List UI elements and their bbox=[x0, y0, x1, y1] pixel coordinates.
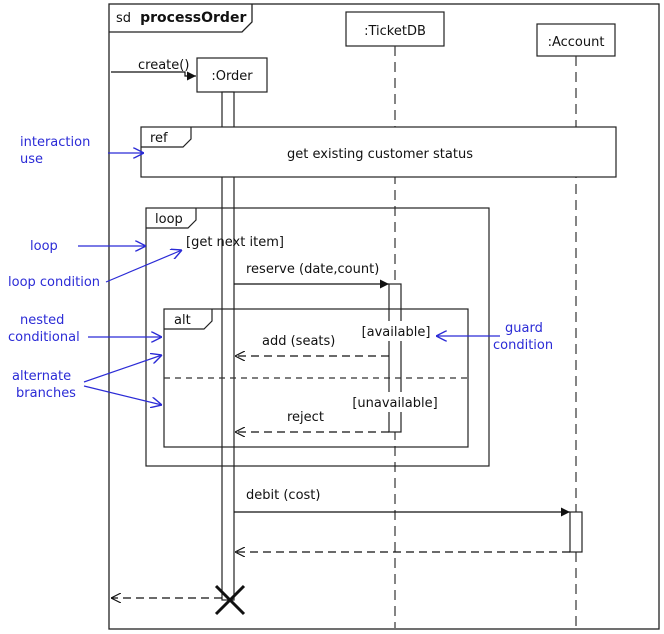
annotation-interaction-use-line2: use bbox=[20, 152, 43, 167]
loop-fragment-tab bbox=[146, 208, 197, 229]
destruction-marker-icon bbox=[214, 584, 246, 616]
annotation-alternate-branches-line1: alternate bbox=[12, 369, 71, 384]
message-add-label: add (seats) bbox=[262, 334, 335, 349]
annotation-alternate-branches-line2: branches bbox=[16, 386, 76, 401]
ref-fragment bbox=[140, 126, 617, 178]
message-reserve-label: reserve (date,count) bbox=[246, 262, 379, 277]
lifeline-ticketdb-label: :TicketDB bbox=[364, 24, 426, 39]
message-debit-label: debit (cost) bbox=[246, 488, 320, 503]
annotation-guard-condition-line2: condition bbox=[493, 338, 553, 353]
ref-fragment-keyword: ref bbox=[150, 131, 168, 146]
sd-frame-tab bbox=[109, 4, 253, 33]
lifeline-account-head bbox=[536, 23, 616, 57]
svg-text:sd processOrder: sd processOrder bbox=[116, 7, 246, 26]
annotation-nested-conditional-line1: nested bbox=[20, 313, 64, 328]
message-create-label: create() bbox=[138, 58, 189, 73]
annotation-loop-condition-arrow bbox=[105, 250, 182, 283]
annotation-alternate-branches-arrow-lower bbox=[83, 385, 162, 405]
ref-fragment-tab bbox=[141, 127, 192, 148]
alt-fragment-keyword: alt bbox=[174, 313, 191, 328]
lifeline-ticketdb-head bbox=[345, 11, 445, 47]
sd-frame bbox=[108, 3, 660, 630]
message-reject-label: reject bbox=[287, 410, 324, 425]
lifeline-order-head bbox=[196, 57, 268, 93]
annotation-loop: loop bbox=[30, 239, 58, 254]
alt-guard-unavailable: [unavailable] bbox=[352, 396, 437, 411]
sd-frame-name: processOrder bbox=[140, 10, 246, 26]
sd-frame-prefix: sd bbox=[116, 11, 131, 26]
lifeline-order-label: :Order bbox=[211, 69, 253, 84]
annotation-loop-condition: loop condition bbox=[8, 275, 100, 290]
lifeline-account-label: :Account bbox=[548, 35, 605, 50]
activation-account bbox=[569, 511, 583, 553]
annotation-alternate-branches-arrow-upper bbox=[83, 355, 162, 383]
annotation-nested-conditional-line2: conditional bbox=[8, 330, 80, 345]
loop-fragment-keyword: loop bbox=[155, 212, 183, 227]
guard-available-backing bbox=[358, 321, 434, 341]
alt-guard-available: [available] bbox=[362, 325, 431, 340]
alt-fragment-tab bbox=[164, 309, 213, 330]
annotation-guard-condition-line1: guard bbox=[505, 321, 543, 336]
message-create-arrow bbox=[111, 71, 196, 81]
annotation-interaction-use-line1: interaction bbox=[20, 135, 90, 150]
ref-fragment-text: get existing customer status bbox=[287, 147, 473, 162]
loop-guard: [get next item] bbox=[186, 235, 284, 250]
guard-unavailable-backing bbox=[347, 392, 443, 412]
